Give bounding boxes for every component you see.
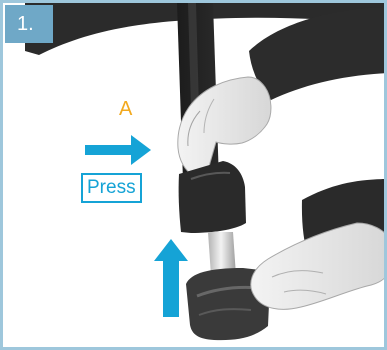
up-arrow-icon [154, 239, 188, 317]
step-number-badge: 1. [5, 5, 53, 43]
label-a: A [119, 97, 132, 121]
right-arrow-icon [85, 135, 151, 165]
assembly-illustration [3, 3, 387, 350]
press-label: Press [81, 173, 142, 203]
